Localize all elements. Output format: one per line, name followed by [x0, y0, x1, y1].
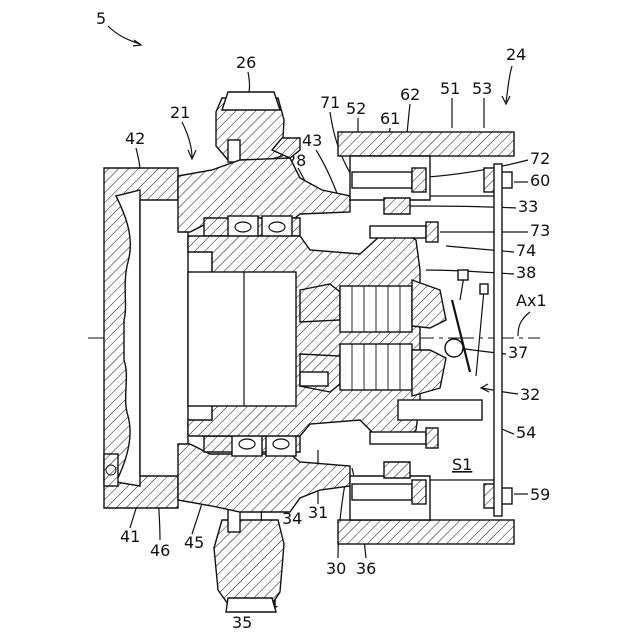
- label-24: 24: [506, 45, 526, 64]
- label-Ax1: Ax1: [516, 291, 547, 310]
- label-72: 72: [530, 149, 550, 168]
- label-36: 36: [356, 559, 376, 578]
- label-33: 33: [518, 197, 538, 216]
- label-59: 59: [530, 485, 550, 504]
- label-37: 37: [508, 343, 528, 362]
- label-61: 61: [380, 109, 400, 128]
- label-54: 54: [516, 423, 536, 442]
- label-51: 51: [440, 79, 460, 98]
- label-38: 38: [516, 263, 536, 282]
- label-74: 74: [516, 241, 536, 260]
- label-71: 71: [320, 93, 340, 112]
- label-32: 32: [520, 385, 540, 404]
- label-73: 73: [530, 221, 550, 240]
- label-52: 52: [346, 99, 366, 118]
- spindle: [188, 230, 420, 444]
- label-62: 62: [400, 85, 420, 104]
- label-42: 42: [125, 129, 145, 148]
- label-5: 5: [96, 9, 106, 28]
- label-53: 53: [472, 79, 492, 98]
- label-46: 46: [150, 541, 170, 560]
- label-35: 35: [232, 613, 252, 632]
- upper-bearings: [204, 216, 300, 238]
- label-41: 41: [120, 527, 140, 546]
- label-43: 43: [302, 131, 322, 150]
- label-31: 31: [308, 503, 328, 522]
- label-60: 60: [530, 171, 550, 190]
- label-45: 45: [184, 533, 204, 552]
- label-S1: S1: [452, 455, 472, 474]
- label-30: 30: [326, 559, 346, 578]
- left-end-cap: [104, 168, 188, 508]
- label-26: 26: [236, 53, 256, 72]
- label-21: 21: [170, 103, 190, 122]
